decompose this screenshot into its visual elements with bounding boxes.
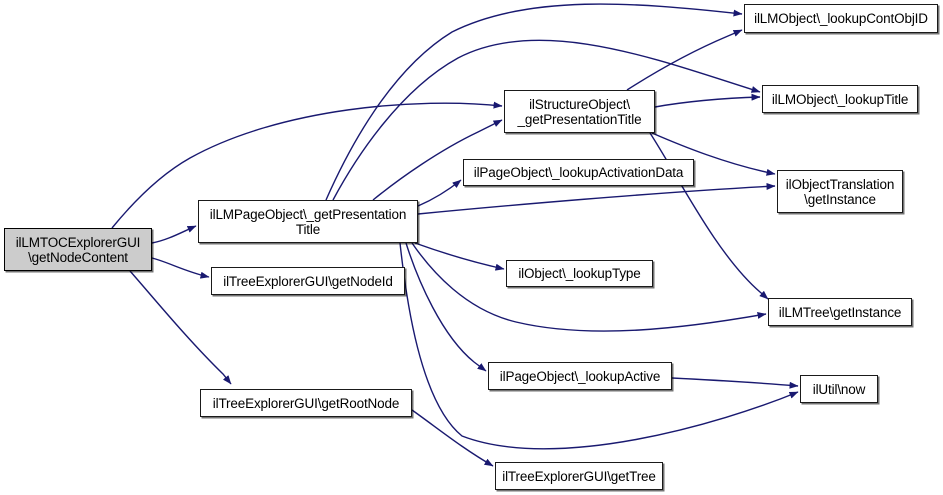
graph-edge-structureobject_getpresentationtitle-to-lmobject_lookupcontobjid — [626, 29, 743, 91]
graph-edge-root-to-lmpageobject_getpresentationtitle — [151, 225, 197, 244]
graph-node-label: ilObject\_lookupType — [518, 266, 641, 281]
graph-node-treeexplorer_getnodeid[interactable]: ilTreeExplorerGUI\getNodeId — [211, 267, 405, 295]
graph-edge-lmpageobject_getpresentationtitle-to-lmobject_lookupcontobjid — [325, 3, 743, 201]
graph-node-treeexplorer_getrootnode[interactable]: ilTreeExplorerGUI\getRootNode — [200, 389, 412, 417]
graph-edge-root-to-treeexplorer_getnodeid — [151, 257, 210, 279]
graph-node-root[interactable]: ilLMTOCExplorerGUI \getNodeContent — [4, 228, 152, 271]
graph-edge-lmpageobject_getpresentationtitle-to-lmtree_getinstance — [411, 242, 767, 332]
graph-edge-lmpageobject_getpresentationtitle-to-lmobject_lookuptitle — [332, 39, 761, 201]
graph-node-label: ilPageObject\_lookupActivationData — [473, 165, 684, 180]
graph-node-lmtree_getinstance[interactable]: ilLMTree\getInstance — [768, 298, 912, 326]
graph-node-lmobject_lookupcontobjid[interactable]: ilLMObject\_lookupContObjID — [744, 4, 938, 33]
graph-edge-lmpageobject_getpresentationtitle-to-pageobject_lookupactivationdata — [417, 179, 462, 207]
graph-edge-root-to-structureobject_getpresentationtitle — [111, 101, 503, 229]
graph-node-label: ilUtil\now — [812, 381, 866, 397]
graph-edge-root-to-treeexplorer_getrootnode — [129, 270, 232, 385]
graph-edge-structureobject_getpresentationtitle-to-lmtree_getinstance — [649, 132, 769, 300]
graph-edge-lmpageobject_getpresentationtitle-to-object_lookuptype — [414, 242, 505, 271]
graph-node-label: ilTreeExplorerGUI\getTree — [502, 468, 656, 484]
graph-node-label: ilTreeExplorerGUI\getRootNode — [212, 395, 400, 411]
graph-node-label: ilStructureObject\ _getPresentationTitle — [517, 96, 642, 127]
graph-node-label: ilLMTOCExplorerGUI \getNodeContent — [15, 234, 141, 265]
graph-node-label: ilPageObject\_lookupActive — [499, 368, 661, 384]
graph-node-label: ilLMObject\_lookupContObjID — [754, 11, 928, 26]
graph-edge-treeexplorer_getrootnode-to-treeexplorer_gettree — [411, 409, 494, 467]
graph-node-structureobject_getpresentationtitle[interactable]: ilStructureObject\ _getPresentationTitle — [504, 90, 655, 133]
graph-node-label: ilLMObject\_lookupTitle — [771, 91, 909, 107]
graph-node-objecttranslation_getinstance[interactable]: ilObjectTranslation \getInstance — [777, 170, 903, 213]
graph-node-label: ilLMPageObject\_getPresentation Title — [209, 206, 407, 237]
graph-edge-lmpageobject_getpresentationtitle-to-objecttranslation_getinstance — [417, 182, 776, 215]
graph-edge-structureobject_getpresentationtitle-to-lmobject_lookuptitle — [654, 93, 761, 108]
graph-node-label: ilLMTree\getInstance — [778, 304, 902, 320]
graph-node-pageobject_lookupactive[interactable]: ilPageObject\_lookupActive — [488, 362, 672, 390]
graph-node-pageobject_lookupactivationdata[interactable]: ilPageObject\_lookupActivationData — [463, 159, 694, 186]
graph-node-lmpageobject_getpresentationtitle[interactable]: ilLMPageObject\_getPresentation Title — [198, 200, 418, 243]
graph-node-treeexplorer_gettree[interactable]: ilTreeExplorerGUI\getTree — [495, 462, 663, 490]
graph-edge-lmpageobject_getpresentationtitle-to-pageobject_lookupactive — [405, 242, 487, 372]
graph-node-label: ilObjectTranslation \getInstance — [785, 176, 895, 207]
graph-edge-lmpageobject_getpresentationtitle-to-ilutil_now — [399, 242, 799, 450]
graph-edge-structureobject_getpresentationtitle-to-objecttranslation_getinstance — [651, 132, 776, 176]
graph-edge-lmpageobject_getpresentationtitle-to-structureobject_getpresentationtitle — [372, 119, 503, 201]
graph-edge-pageobject_lookupactive-to-ilutil_now — [671, 377, 799, 389]
graph-node-object_lookuptype[interactable]: ilObject\_lookupType — [506, 260, 653, 287]
graph-node-lmobject_lookuptitle[interactable]: ilLMObject\_lookupTitle — [762, 85, 918, 113]
graph-node-label: ilTreeExplorerGUI\getNodeId — [223, 273, 393, 289]
graph-node-ilutil_now[interactable]: ilUtil\now — [800, 375, 878, 403]
